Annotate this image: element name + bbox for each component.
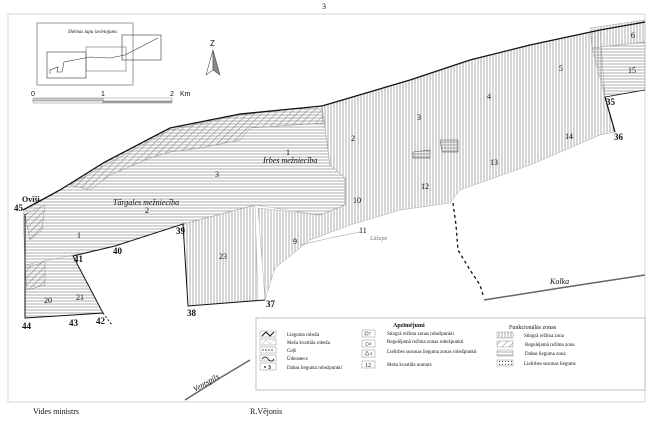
place-lazupe: Lāžupe bbox=[369, 236, 388, 242]
forest-quarter-labels: 1 2 3 1 2 3 4 5 6 9 10 11 12 13 14 15 20… bbox=[44, 31, 636, 305]
point-label: 36 bbox=[614, 132, 624, 142]
zone-polygons bbox=[22, 19, 646, 318]
quarter-label: 13 bbox=[490, 158, 498, 167]
footer-right: R.Vējonis bbox=[250, 407, 283, 416]
point-label: 45 bbox=[14, 203, 24, 213]
quarter-label: 15 bbox=[628, 66, 636, 75]
map-frame bbox=[7, 13, 646, 403]
quarter-label: 6 bbox=[631, 31, 635, 40]
place-kolka: Kolka bbox=[549, 277, 569, 286]
legend: Apzīmējumi Funkcionālās zonas Lieguma ro… bbox=[255, 317, 646, 391]
legend-symbol: 4 bbox=[370, 351, 372, 356]
point-label: 40 bbox=[113, 246, 123, 256]
quarter-label: 1 bbox=[286, 148, 290, 157]
legend-symbol: 3 bbox=[268, 365, 271, 371]
scale-bar: 0 1 2 Km bbox=[31, 91, 191, 104]
quarter-label: 14 bbox=[565, 132, 573, 141]
legend-item: Regulējamā režīma zona bbox=[525, 343, 575, 348]
reserve-boundary bbox=[604, 89, 646, 98]
legend-item: Lielirbes sezonas liegums bbox=[524, 362, 576, 367]
point-label: 42 bbox=[96, 316, 106, 326]
legend-item: Meža kvartāla robeža bbox=[287, 341, 331, 346]
road-ventspils bbox=[184, 359, 251, 401]
legend-item: Lieguma robeža bbox=[287, 333, 320, 338]
scale-tick: 0 bbox=[31, 91, 35, 98]
legend-col1: Lieguma robeža Meža kvartāla robeža Ceļš… bbox=[259, 330, 343, 371]
scale-tick: 1 bbox=[101, 91, 105, 98]
point-label: 43 bbox=[69, 318, 79, 328]
point-label: 39 bbox=[176, 226, 186, 236]
quarter-label: 2 bbox=[351, 134, 355, 143]
inset-title: Shēmas lapu izvietojums bbox=[68, 30, 117, 35]
scale-unit: Km bbox=[180, 91, 191, 98]
point-label: 41 bbox=[74, 254, 84, 264]
point-label: 44 bbox=[22, 321, 32, 331]
place-ovisi: Ovīši bbox=[22, 195, 41, 204]
path-dashed bbox=[452, 202, 485, 299]
quarter-label: 11 bbox=[359, 226, 367, 235]
quarter-label: 4 bbox=[487, 92, 491, 101]
legend-item: Dabas lieguma robežpunkti bbox=[287, 366, 343, 371]
legend-item: Ūdenstece bbox=[287, 356, 309, 362]
place-ventspils: Ventspils bbox=[192, 372, 221, 394]
quarter-label: 20 bbox=[44, 296, 52, 305]
legend-zones: Stingrā režīma zona Regulējamā režīma zo… bbox=[496, 331, 576, 367]
quarter-label: 9 bbox=[293, 237, 297, 246]
quarter-label: 10 bbox=[353, 196, 361, 205]
legend-zones-title: Funkcionālās zonas bbox=[509, 325, 557, 331]
legend-symbol: 4 bbox=[369, 341, 371, 346]
footer-left: Vides ministrs bbox=[33, 407, 79, 416]
legend-item: Regulējamā režīma zonas robežpunkti bbox=[387, 340, 464, 345]
point-label: 35 bbox=[606, 97, 616, 107]
place-irbe: Irbes mežniecība bbox=[262, 156, 317, 165]
legend-item: Stingrā režīma zona bbox=[524, 334, 565, 339]
point-label: 37 bbox=[266, 299, 276, 309]
legend-col2: 7 Stingrā režīma zonas robežpunkti 4 Reg… bbox=[361, 329, 477, 369]
page-number: 3 bbox=[322, 2, 326, 11]
quarter-label: 21 bbox=[76, 293, 84, 302]
quarter-label: 2 bbox=[145, 206, 149, 215]
legend-item: Stingrā režīma zonas robežpunkti bbox=[387, 332, 455, 337]
quarter-label: 3 bbox=[215, 170, 219, 179]
road-kolka bbox=[483, 274, 646, 301]
coastline bbox=[22, 21, 646, 211]
quarter-label: 3 bbox=[417, 113, 421, 122]
legend-symbol: 12 bbox=[365, 363, 371, 369]
reserve-boundary bbox=[24, 214, 266, 319]
quarter-label: 1 bbox=[77, 231, 81, 240]
legend-item: Lielirbes sezonas lieguma zonas robežpun… bbox=[387, 350, 477, 355]
quarter-label: 23 bbox=[219, 252, 227, 261]
river-lazupe bbox=[299, 231, 361, 246]
legend-item: Dabas lieguma zona bbox=[525, 352, 566, 357]
legend-item: Meža kvartāla numurs bbox=[387, 363, 432, 368]
north-label: Z bbox=[210, 39, 215, 48]
quarter-label: 12 bbox=[421, 182, 429, 191]
inset-map: Shēmas lapu izvietojums bbox=[36, 22, 162, 86]
legend-item: Ceļš bbox=[287, 349, 296, 354]
legend-symbol: 7 bbox=[369, 331, 371, 336]
quarter-label: 5 bbox=[559, 64, 563, 73]
boundary-point-labels: 45 41 40 39 38 37 35 36 44 43 42 bbox=[14, 97, 624, 331]
north-arrow-icon: Z bbox=[205, 39, 221, 76]
point-label: 38 bbox=[187, 308, 197, 318]
legend-title: Apzīmējumi bbox=[393, 323, 425, 329]
scale-tick: 2 bbox=[170, 91, 174, 98]
place-targale: Tārgales mežniecība bbox=[113, 198, 179, 207]
reserve-boundary bbox=[604, 96, 616, 133]
